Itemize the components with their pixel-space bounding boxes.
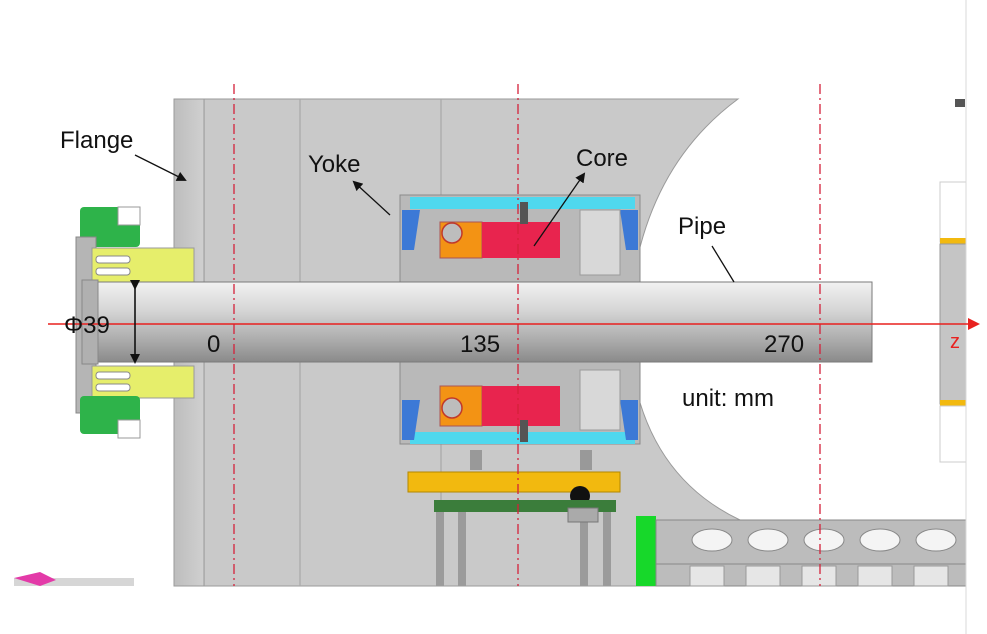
- upper-magnet: [399, 194, 641, 286]
- position-label-270: 270: [764, 331, 804, 358]
- pipe-label: Pipe: [678, 213, 726, 240]
- pipe: [95, 281, 873, 363]
- position-label-0: 0: [207, 331, 220, 358]
- flange-leader: [134, 154, 187, 181]
- yoke-leader: [352, 180, 391, 216]
- z-axis-label: z: [950, 331, 960, 353]
- pipe-end-cap: [81, 279, 99, 365]
- corner-fragment: [14, 572, 134, 586]
- pipe-leader: [711, 245, 735, 283]
- core-label: Core: [576, 145, 628, 172]
- unit-label: unit: mm: [682, 385, 774, 412]
- lower-magnet: [399, 361, 641, 445]
- yoke-label: Yoke: [308, 151, 361, 178]
- lower-support: [407, 450, 621, 586]
- diameter-label: Φ39: [64, 312, 110, 339]
- flange-label: Flange: [60, 127, 133, 154]
- position-label-135: 135: [460, 331, 500, 358]
- position-lines: [233, 84, 821, 586]
- end-fitting: [75, 206, 195, 439]
- core-leader: [533, 172, 586, 247]
- bottom-frame: [636, 516, 967, 587]
